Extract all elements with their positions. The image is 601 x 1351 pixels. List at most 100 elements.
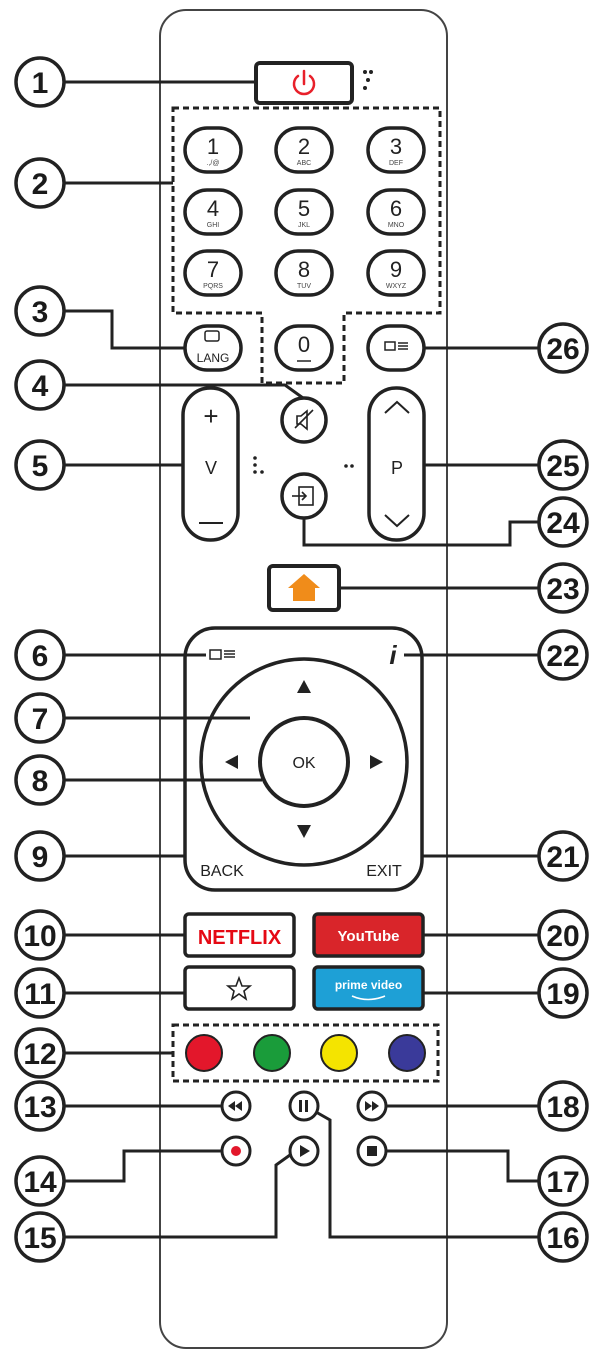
left-arrow-icon[interactable] <box>225 755 238 769</box>
subtitle-icon <box>204 330 220 342</box>
callout-number: 12 <box>23 1038 56 1071</box>
down-arrow-icon[interactable] <box>297 825 311 838</box>
stop-button[interactable] <box>356 1135 388 1167</box>
power-button[interactable] <box>254 61 354 105</box>
pause-button[interactable] <box>288 1090 320 1122</box>
prime-video-button[interactable]: prime video <box>312 965 425 1011</box>
callout-number: 14 <box>23 1166 57 1199</box>
callout-number: 24 <box>546 507 580 540</box>
callout-number: 2 <box>32 168 49 201</box>
callout-1: 1 <box>14 56 66 108</box>
input-source-icon <box>292 486 314 506</box>
record-button[interactable] <box>220 1135 252 1167</box>
yellow-button[interactable] <box>320 1034 358 1072</box>
digit-1-button[interactable]: 1.,/@ <box>183 126 243 174</box>
callout-number: 6 <box>32 640 49 673</box>
callout-number: 5 <box>32 450 49 483</box>
quick-menu-button[interactable] <box>209 649 235 660</box>
play-button[interactable] <box>288 1135 320 1167</box>
leader-lines <box>63 80 540 1239</box>
letters-label: DEF <box>389 160 403 167</box>
exit-button[interactable]: EXIT <box>366 863 402 880</box>
digit-0-button[interactable]: 0 <box>274 324 334 372</box>
ok-label: OK <box>292 755 315 772</box>
callout-9: 9 <box>14 830 66 882</box>
callout-number: 23 <box>546 573 579 606</box>
fast-forward-button[interactable] <box>356 1090 388 1122</box>
letters-label: .,/@ <box>207 160 220 167</box>
digit-label: 1 <box>207 134 219 159</box>
digit-label: 8 <box>298 257 310 282</box>
callout-17: 17 <box>537 1155 589 1207</box>
netflix-button[interactable]: NETFLIX <box>183 912 296 958</box>
callout-16: 16 <box>537 1211 589 1263</box>
callout-14: 14 <box>14 1155 66 1207</box>
favourite-button[interactable] <box>183 965 296 1011</box>
digit-label: 5 <box>298 196 310 221</box>
right-arrow-icon[interactable] <box>370 755 383 769</box>
lang-button[interactable]: LANG <box>183 324 243 372</box>
callout-number: 22 <box>546 640 579 673</box>
fast-forward-icon <box>365 1101 379 1111</box>
green-button[interactable] <box>253 1034 291 1072</box>
record-icon <box>231 1146 241 1156</box>
callout-12: 12 <box>14 1027 66 1079</box>
letters-label: WXYZ <box>386 283 407 290</box>
letters-label: ABC <box>297 160 311 167</box>
volume-label: V <box>205 458 217 478</box>
mute-button[interactable] <box>280 396 328 444</box>
blue-button[interactable] <box>388 1034 426 1072</box>
text-button[interactable] <box>366 324 426 372</box>
home-button[interactable] <box>267 564 341 612</box>
back-button[interactable]: BACK <box>200 863 244 880</box>
youtube-button[interactable]: YouTube <box>312 912 425 958</box>
digit-label: 3 <box>390 134 402 159</box>
callout-7: 7 <box>14 692 66 744</box>
callout-number: 13 <box>23 1091 56 1124</box>
callout-number: 26 <box>546 333 579 366</box>
ok-button[interactable]: OK <box>258 716 350 808</box>
letters-label: PQRS <box>203 283 223 290</box>
callout-number: 11 <box>24 978 56 1011</box>
callout-25: 25 <box>537 439 589 491</box>
letters-label: JKL <box>298 222 310 229</box>
callout-number: 3 <box>32 296 49 329</box>
red-button[interactable] <box>185 1034 223 1072</box>
letters-label: MNO <box>388 222 405 229</box>
quick-menu-icon <box>209 649 235 660</box>
callout-number: 18 <box>546 1091 579 1124</box>
up-arrow-icon[interactable] <box>297 680 311 693</box>
programme-rocker[interactable]: P <box>367 386 426 542</box>
callout-24: 24 <box>537 496 589 548</box>
callout-21: 21 <box>537 830 589 882</box>
rewind-button[interactable] <box>220 1090 252 1122</box>
info-button[interactable]: i <box>389 640 397 670</box>
callout-22: 22 <box>537 629 589 681</box>
programme-down-icon <box>384 514 410 528</box>
volume-rocker[interactable]: + V <box>181 386 240 542</box>
callout-number: 15 <box>23 1222 56 1255</box>
callout-number: 1 <box>32 67 49 100</box>
source-button[interactable] <box>280 472 328 520</box>
digit-label: 9 <box>390 257 402 282</box>
programme-label: P <box>391 458 403 478</box>
callout-5: 5 <box>14 439 66 491</box>
power-icon <box>292 69 316 96</box>
callout-26: 26 <box>537 322 589 374</box>
callout-19: 19 <box>537 967 589 1019</box>
callout-3: 3 <box>14 285 66 337</box>
callout-number: 4 <box>32 370 49 403</box>
callout-number: 16 <box>546 1222 579 1255</box>
prime-video-logo: prime video <box>335 978 402 992</box>
rewind-icon <box>228 1101 242 1111</box>
